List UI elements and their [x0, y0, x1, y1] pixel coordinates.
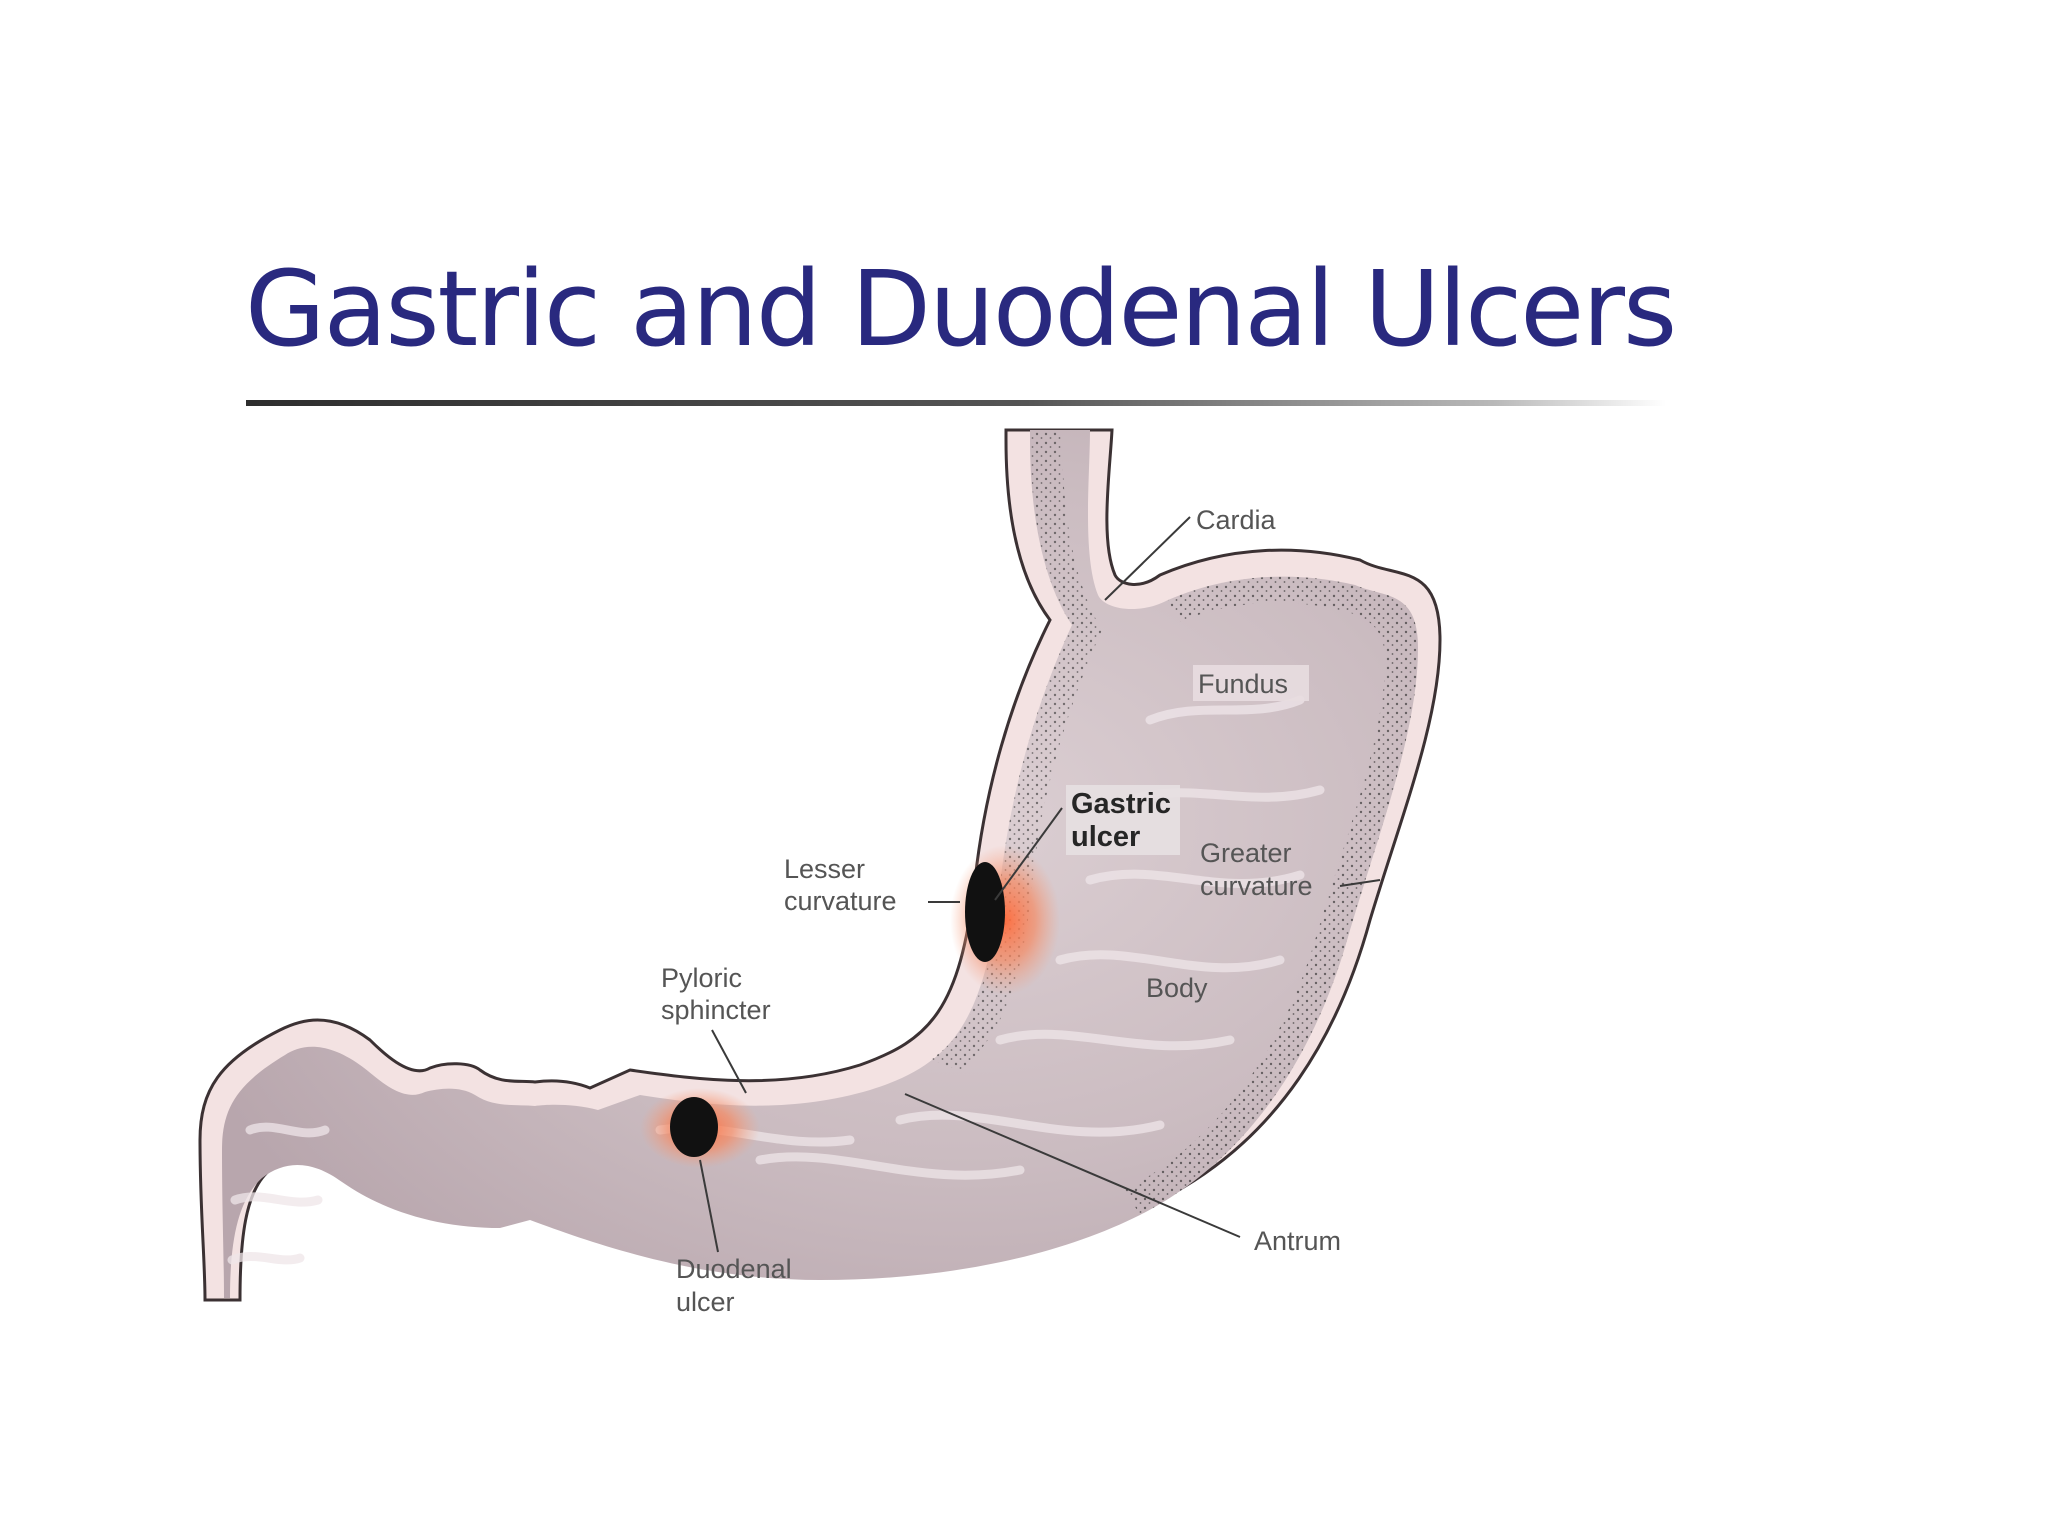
- cardia-leader: [1104, 516, 1191, 601]
- label-pyloric-sphincter-2: sphincter: [661, 995, 771, 1025]
- antrum-leader: [904, 1093, 1241, 1238]
- title-underline: [246, 400, 1666, 406]
- greater-curvature-stipple: [1125, 576, 1418, 1215]
- label-gastric-ulcer-2: ulcer: [1071, 821, 1140, 853]
- stomach-interior: [222, 430, 1418, 1298]
- gastric-rugae: [227, 695, 1325, 1265]
- label-cardia: Cardia: [1196, 505, 1277, 535]
- gastric-ulcer-label-box: [1066, 785, 1180, 855]
- greater-curvature-leader: [1339, 879, 1381, 887]
- slide-title: Gastric and Duodenal Ulcers: [245, 248, 1677, 370]
- gastric-ulcer: [965, 862, 1005, 962]
- label-pyloric-sphincter-1: Pyloric: [661, 963, 742, 993]
- leader-lines: [699, 516, 1381, 1253]
- label-lesser-curvature-2: curvature: [784, 886, 897, 916]
- label-greater-curvature-1: Greater: [1200, 838, 1292, 868]
- fundus-label-box: [1193, 665, 1309, 701]
- duodenal-ulcer-leader: [699, 1159, 719, 1253]
- label-lesser-curvature-1: Lesser: [784, 854, 865, 884]
- label-antrum: Antrum: [1254, 1226, 1341, 1256]
- label-duodenal-ulcer-2: ulcer: [676, 1287, 735, 1317]
- label-gastric-ulcer-1: Gastric: [1071, 788, 1171, 820]
- gastric-ulcer-leader: [994, 807, 1063, 901]
- label-fundus: Fundus: [1198, 669, 1288, 699]
- mucosa-stipple: [930, 430, 1102, 1070]
- label-greater-curvature-2: curvature: [1200, 871, 1313, 901]
- pyloric-sphincter-leader: [711, 1029, 747, 1094]
- label-body: Body: [1146, 973, 1208, 1003]
- label-duodenal-ulcer-1: Duodenal: [676, 1254, 792, 1284]
- duodenal-ulcer: [670, 1097, 718, 1157]
